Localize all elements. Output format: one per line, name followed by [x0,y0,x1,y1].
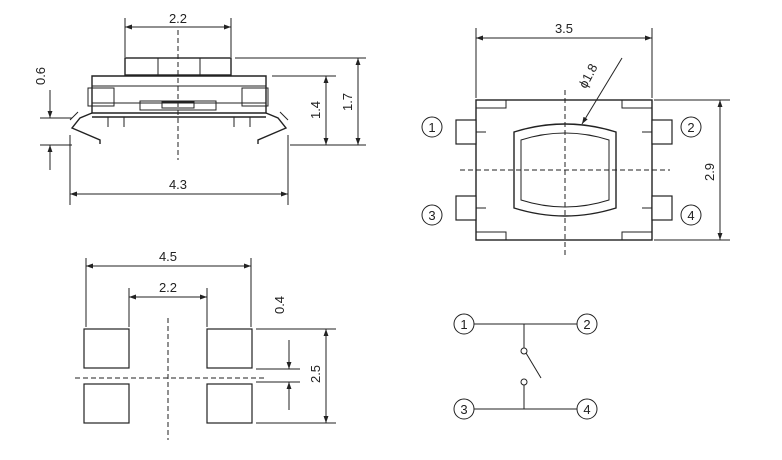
footprint-pad [206,383,253,424]
sch-pin-2: 2 [583,317,590,332]
fp-dim-inner-gap: 2.2 [159,280,177,295]
side-dim-body-height: 1.4 [308,101,323,119]
fp-dim-outer-width: 4.5 [159,249,177,264]
side-view: 2.2 0.6 1.4 1.7 4.3 [33,11,366,205]
side-dim-top-width: 2.2 [169,11,187,26]
side-dim-total-height: 1.7 [340,93,355,111]
fp-dim-pitch: 2.5 [308,365,323,383]
side-dim-left-lead: 0.6 [33,67,48,85]
side-dim-bottom-width: 4.3 [169,177,187,192]
fp-dim-gap-height: 0.4 [272,296,287,314]
footprint-pad [206,328,253,369]
sch-pin-3: 3 [460,402,467,417]
top-pin-4: 4 [687,208,694,223]
footprint-view: 4.5 2.2 0.4 2.5 [75,249,336,440]
top-view: 1 2 3 4 3.5 ϕ1.8 2.9 [421,21,730,258]
footprint-pad [83,328,130,369]
top-dim-height: 2.9 [702,163,717,181]
top-pin-1: 1 [428,120,435,135]
sch-pin-4: 4 [583,402,590,417]
sch-pin-1: 1 [460,317,467,332]
top-pin-3: 3 [428,208,435,223]
top-pin-2: 2 [687,120,694,135]
footprint-pad [83,383,130,424]
top-dim-actuator: ϕ1.8 [575,61,600,90]
top-dim-width: 3.5 [555,21,573,36]
schematic-view: 1 2 3 4 [453,313,598,420]
